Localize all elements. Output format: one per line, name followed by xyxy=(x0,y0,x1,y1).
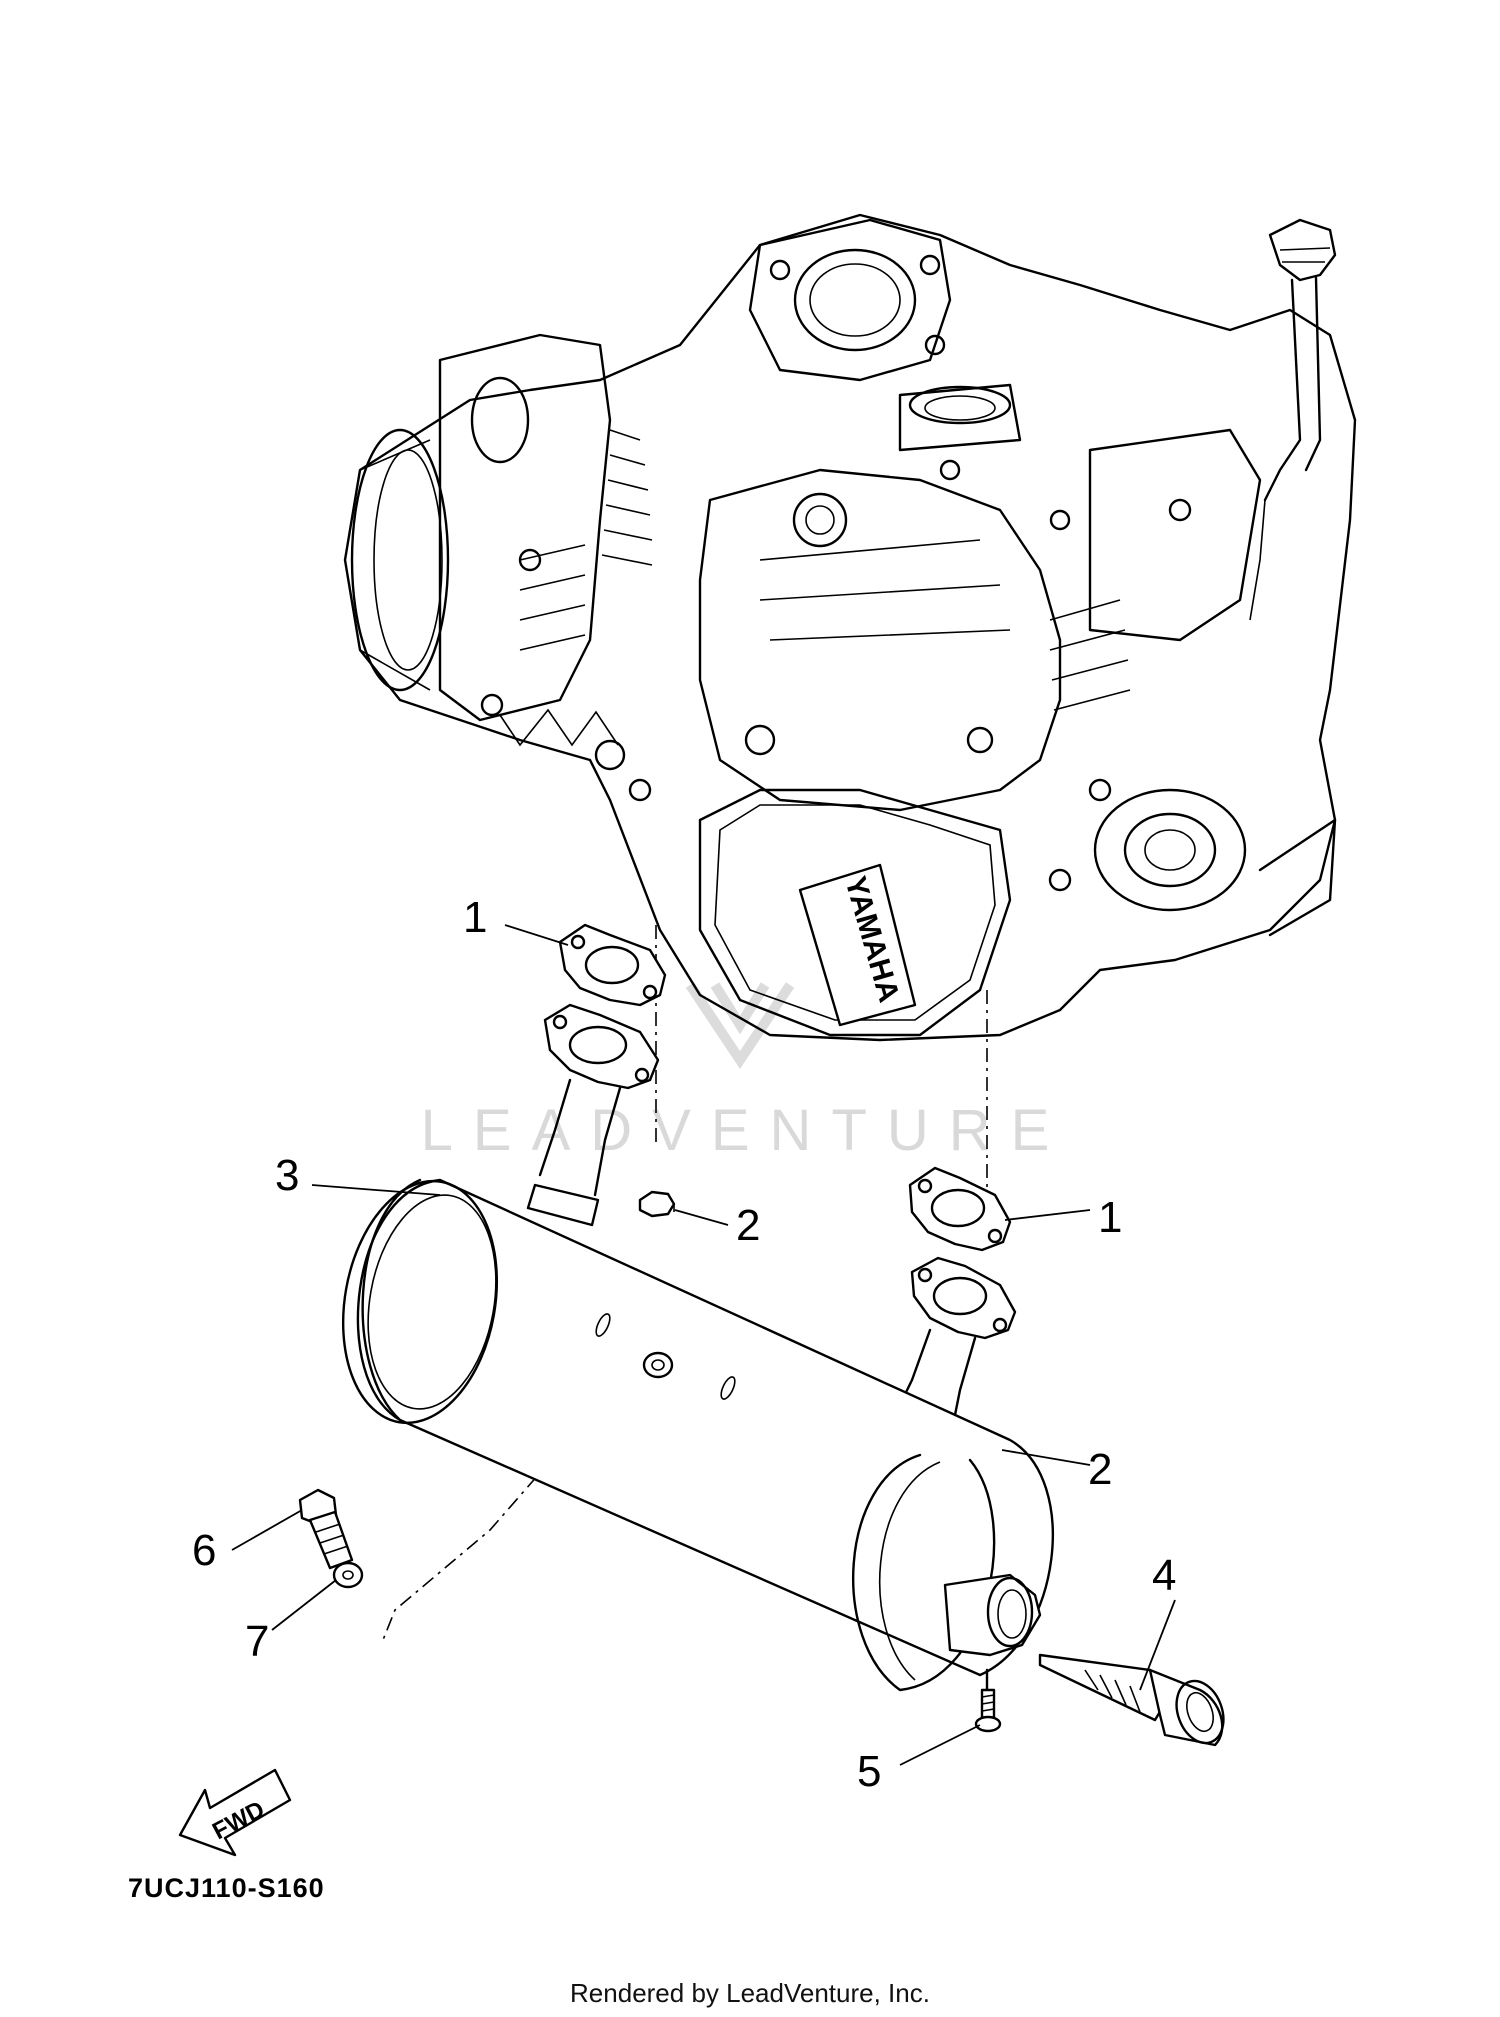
muffler-flange-upper xyxy=(543,1003,660,1090)
callout-6: 6 xyxy=(192,1526,216,1575)
callout-7: 7 xyxy=(245,1617,269,1666)
bolt xyxy=(298,1488,354,1570)
muffler xyxy=(341,1078,1054,1692)
nut-upper xyxy=(638,1190,676,1218)
screw xyxy=(974,1668,1002,1733)
callout-2-upper: 2 xyxy=(736,1201,760,1250)
callout-1-right: 1 xyxy=(1098,1193,1122,1242)
yamaha-badge: YAMAHA xyxy=(798,863,917,1027)
render-credit: Rendered by LeadVenture, Inc. xyxy=(570,1978,930,2008)
watermark-text: LEADVENTURE xyxy=(421,1098,1070,1163)
muffler-flange-right xyxy=(910,1256,1017,1340)
gasket-upper xyxy=(558,923,667,1007)
callout-2-right: 2 xyxy=(1088,1445,1112,1494)
fwd-arrow: FWD xyxy=(178,1768,292,1857)
callout-1-upper: 1 xyxy=(463,893,487,942)
watermark: LEADVENTURE xyxy=(421,982,1070,1163)
engine-block: YAMAHA xyxy=(343,213,1357,1042)
gasket-right xyxy=(908,1166,1012,1252)
callout-5: 5 xyxy=(857,1747,881,1796)
callouts: 1 1 2 2 3 4 5 6 7 xyxy=(192,893,1176,1796)
drawing-code: 7UCJ110-S160 xyxy=(128,1873,325,1903)
spark-arrester xyxy=(1038,1653,1225,1747)
washer xyxy=(332,1561,364,1589)
leader-lines xyxy=(231,924,1176,1766)
callout-4: 4 xyxy=(1152,1551,1176,1600)
callout-3: 3 xyxy=(275,1151,299,1200)
